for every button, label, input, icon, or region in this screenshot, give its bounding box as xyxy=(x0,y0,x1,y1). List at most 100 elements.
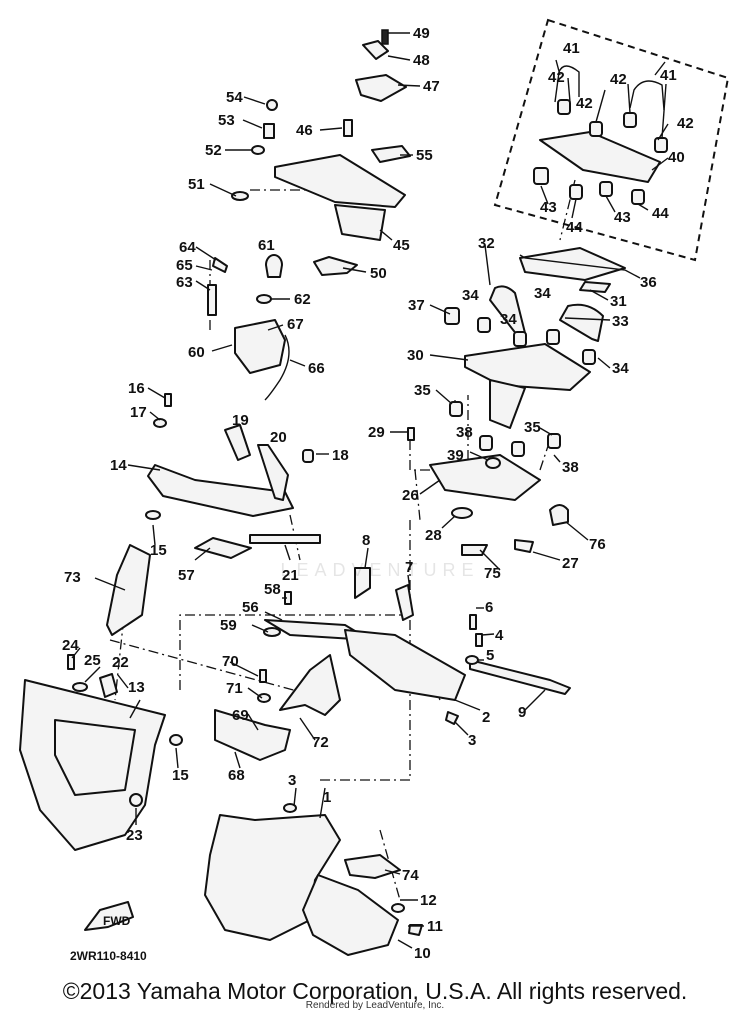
callout-54: 54 xyxy=(226,89,243,106)
callout-60: 60 xyxy=(188,344,205,361)
side-cover-parts xyxy=(19,654,183,851)
callout-72: 72 xyxy=(312,734,329,751)
callout-16: 16 xyxy=(128,380,145,397)
callout-10: 10 xyxy=(414,945,431,962)
callout-76: 76 xyxy=(589,536,606,553)
lower-bracket-parts xyxy=(214,591,571,761)
callout-22: 22 xyxy=(112,654,129,671)
callout-38b: 38 xyxy=(562,459,579,476)
kit-parts xyxy=(533,65,668,205)
kit-boundary-box xyxy=(493,18,730,262)
callout-55: 55 xyxy=(416,147,433,164)
callout-42b: 42 xyxy=(610,71,627,88)
callout-34c: 34 xyxy=(534,285,551,302)
callout-62: 62 xyxy=(294,291,311,308)
callout-27: 27 xyxy=(562,555,579,572)
callout-59: 59 xyxy=(220,617,237,634)
fwd-arrow-icon: FWD xyxy=(84,901,134,931)
callout-40: 40 xyxy=(668,149,685,166)
callout-20: 20 xyxy=(270,429,287,446)
callout-12: 12 xyxy=(420,892,437,909)
callout-34b: 34 xyxy=(500,311,517,328)
callout-2: 2 xyxy=(482,709,490,726)
callout-43a: 43 xyxy=(540,199,557,216)
callout-34a: 34 xyxy=(462,287,479,304)
callout-73: 73 xyxy=(64,569,81,586)
reservoir-parts xyxy=(207,254,290,401)
svg-text:FWD: FWD xyxy=(103,914,131,928)
top-mount-parts xyxy=(231,29,411,276)
callout-9: 9 xyxy=(518,704,526,721)
diagram-code-label: 2WR110-8410 xyxy=(70,949,147,963)
callout-70: 70 xyxy=(222,653,239,670)
callout-53: 53 xyxy=(218,112,235,129)
callout-31: 31 xyxy=(610,293,627,310)
callout-5: 5 xyxy=(486,647,494,664)
callout-63: 63 xyxy=(176,274,193,291)
callout-75: 75 xyxy=(484,565,501,582)
callout-56: 56 xyxy=(242,599,259,616)
callout-49: 49 xyxy=(413,25,430,42)
copyright-footer: ©2013 Yamaha Motor Corporation, U.S.A. A… xyxy=(62,978,688,1004)
callout-19: 19 xyxy=(232,412,249,429)
callout-67: 67 xyxy=(287,316,304,333)
callout-1: 1 xyxy=(323,789,331,806)
callout-8: 8 xyxy=(362,532,370,549)
callout-66: 66 xyxy=(308,360,325,377)
callout-numbers: 49 48 47 54 53 46 52 55 51 45 64 61 65 5… xyxy=(62,25,694,962)
callout-21: 21 xyxy=(282,567,299,584)
callout-41a: 41 xyxy=(563,40,580,57)
callout-35a: 35 xyxy=(414,382,431,399)
callout-6: 6 xyxy=(485,599,493,616)
rear-rack-assembly xyxy=(407,247,626,556)
callout-3b: 3 xyxy=(288,772,296,789)
callout-26: 26 xyxy=(402,487,419,504)
callout-30: 30 xyxy=(407,347,424,364)
callout-3a: 3 xyxy=(468,732,476,749)
callout-43b: 43 xyxy=(614,209,631,226)
callout-15b: 15 xyxy=(172,767,189,784)
rendered-by-footer: Rendered by LeadVenture, Inc. xyxy=(305,1000,445,1011)
callout-17: 17 xyxy=(130,404,147,421)
callout-14: 14 xyxy=(110,457,127,474)
callout-7: 7 xyxy=(405,559,413,576)
callout-15a: 15 xyxy=(150,542,167,559)
callout-37: 37 xyxy=(408,297,425,314)
callout-18: 18 xyxy=(332,447,349,464)
callout-24: 24 xyxy=(62,637,79,654)
callout-42c: 42 xyxy=(576,95,593,112)
callout-29: 29 xyxy=(368,424,385,441)
callout-65: 65 xyxy=(176,257,193,274)
callout-44b: 44 xyxy=(652,205,669,222)
callout-58: 58 xyxy=(264,581,281,598)
callout-52: 52 xyxy=(205,142,222,159)
callout-48: 48 xyxy=(413,52,430,69)
left-bracket-parts xyxy=(106,393,414,636)
callout-35b: 35 xyxy=(524,419,541,436)
callout-13: 13 xyxy=(128,679,145,696)
callout-64: 64 xyxy=(179,239,196,256)
callout-57: 57 xyxy=(178,567,195,584)
callout-34d: 34 xyxy=(612,360,629,377)
bottom-parts xyxy=(204,803,423,956)
callout-41b: 41 xyxy=(660,67,677,84)
callout-4: 4 xyxy=(495,627,504,644)
callout-61: 61 xyxy=(258,237,275,254)
callout-44a: 44 xyxy=(566,219,583,236)
callout-32: 32 xyxy=(478,235,495,252)
callout-74: 74 xyxy=(402,867,419,884)
callout-38a: 38 xyxy=(456,424,473,441)
callout-45: 45 xyxy=(393,237,410,254)
callout-28: 28 xyxy=(425,527,442,544)
callout-42d: 42 xyxy=(677,115,694,132)
callout-68: 68 xyxy=(228,767,245,784)
callout-25: 25 xyxy=(84,652,101,669)
callout-11: 11 xyxy=(427,918,443,935)
callout-33: 33 xyxy=(612,313,629,330)
callout-23: 23 xyxy=(126,827,143,844)
watermark: LEADVENTURE xyxy=(280,560,480,580)
callout-39: 39 xyxy=(447,447,464,464)
callout-50: 50 xyxy=(370,265,387,282)
callout-36: 36 xyxy=(640,274,657,291)
